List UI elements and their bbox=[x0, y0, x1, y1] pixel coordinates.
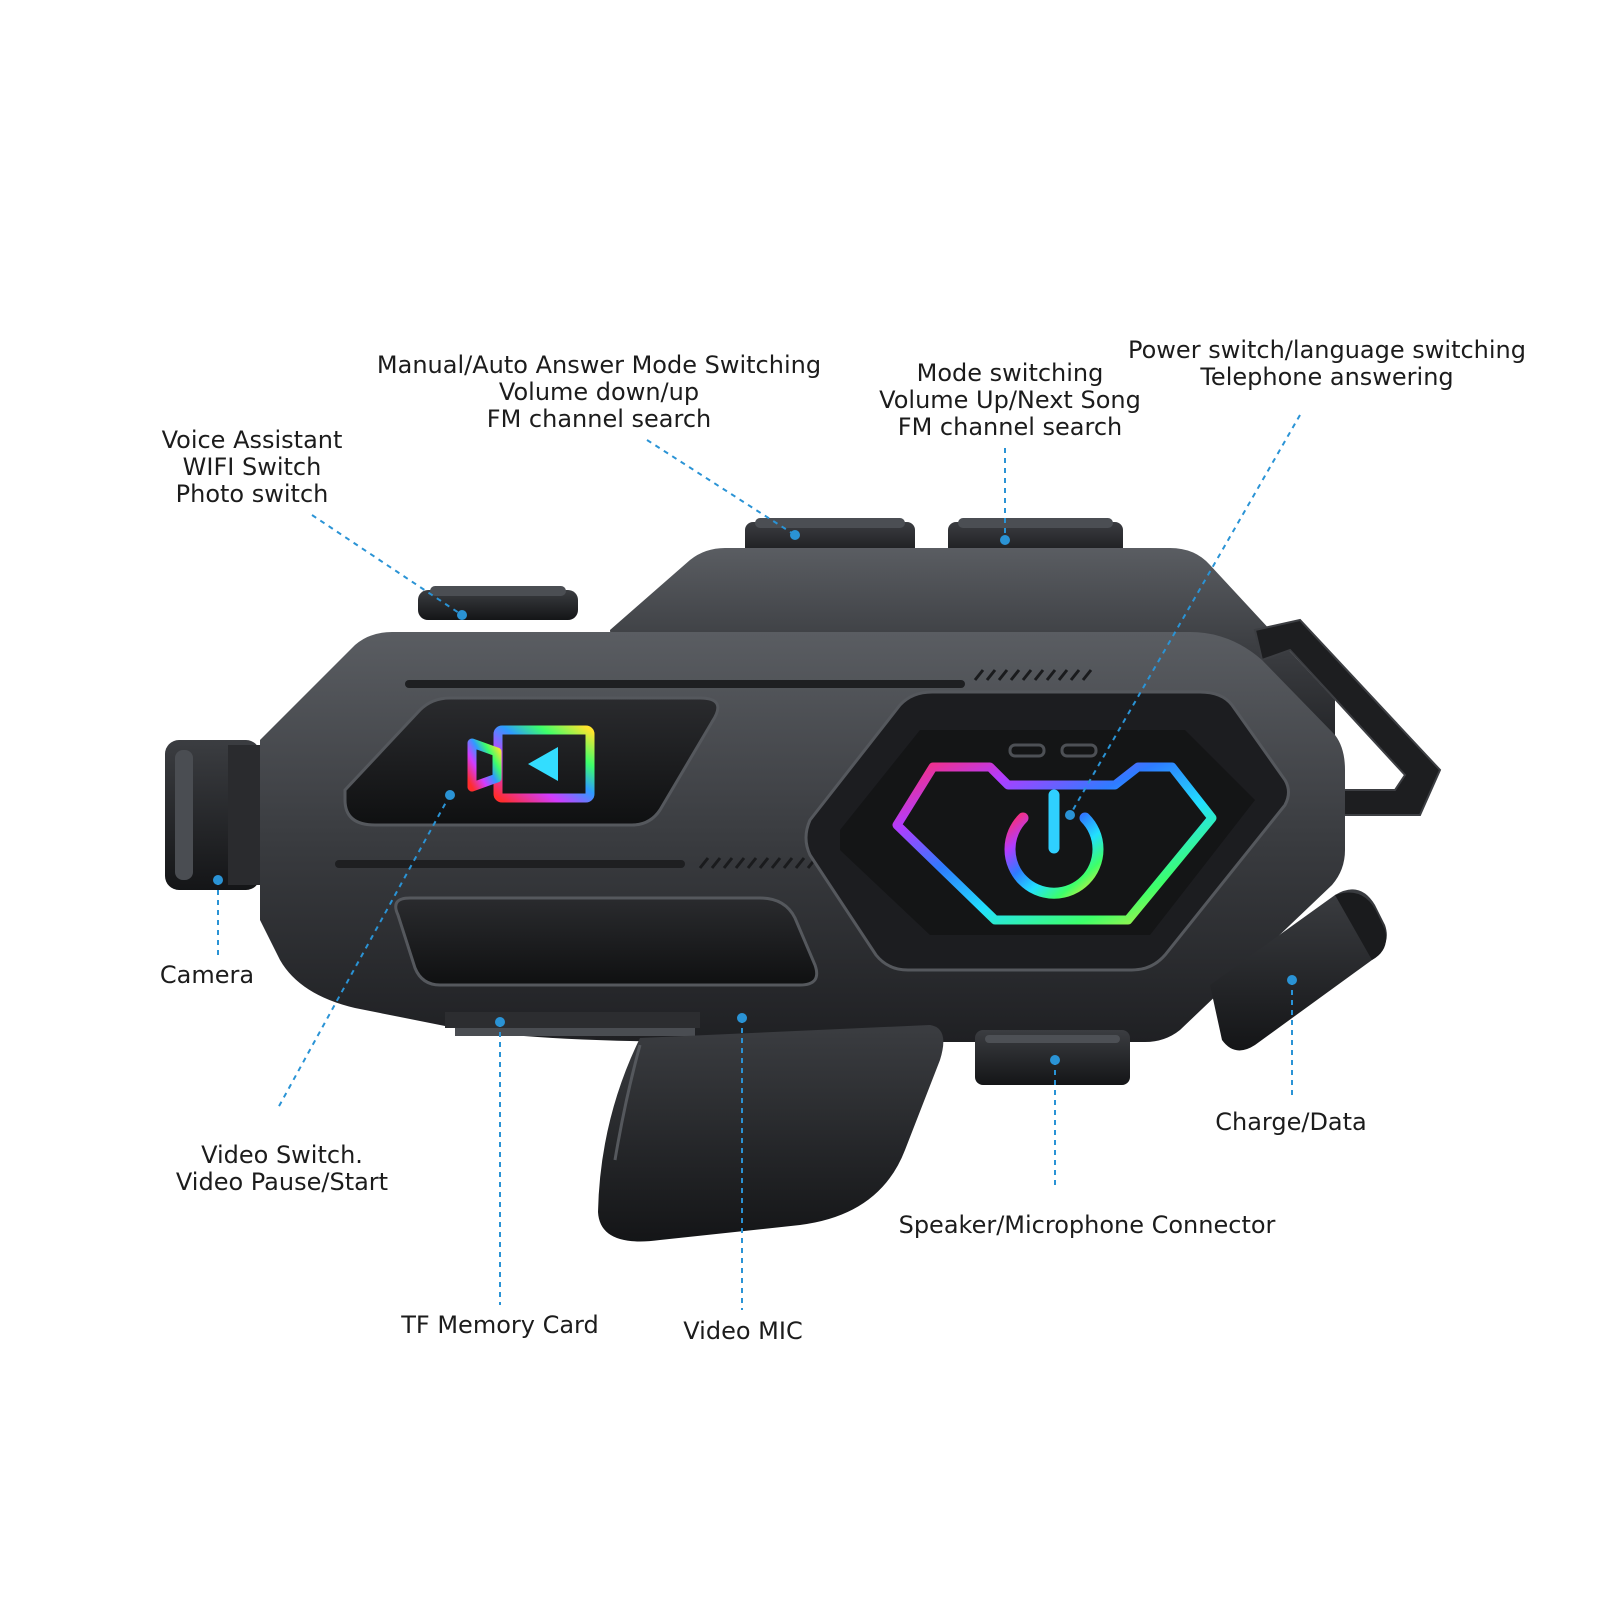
indicator-slot-left bbox=[1008, 743, 1046, 758]
callout-voice-assistant-line-2: WIFI Switch bbox=[182, 453, 322, 481]
callout-manual-auto-line-1: Manual/Auto Answer Mode Switching bbox=[376, 351, 822, 379]
callout-speaker-connector-line-1: Speaker/Microphone Connector bbox=[898, 1211, 1276, 1239]
grip-highlight bbox=[613, 1044, 642, 1161]
video-led-icon bbox=[467, 725, 595, 803]
callout-manual-auto-line-3: FM channel search bbox=[486, 405, 712, 433]
leader-dot-speaker-connector bbox=[1050, 1055, 1060, 1065]
callout-tf-card-line-1: TF Memory Card bbox=[401, 1311, 599, 1339]
callout-mode-switching-line-3: FM channel search bbox=[897, 413, 1123, 441]
power-icon bbox=[1004, 789, 1104, 899]
leader-voice-assistant bbox=[311, 514, 463, 616]
callout-charge-data: Charge/Data bbox=[1215, 1109, 1367, 1136]
callout-mode-switching-line-2: Volume Up/Next Song bbox=[879, 386, 1141, 414]
vent-top bbox=[973, 669, 1093, 681]
callout-video-switch-line-1: Video Switch. bbox=[201, 1141, 363, 1169]
callout-voice-assistant-line-1: Voice Assistant bbox=[161, 426, 343, 454]
callout-video-mic-line-1: Video MIC bbox=[683, 1317, 803, 1345]
groove-bottom bbox=[335, 860, 685, 868]
groove-top bbox=[405, 680, 965, 688]
vent-bottom bbox=[698, 857, 818, 869]
callout-voice-assistant-line-3: Photo switch bbox=[175, 480, 329, 508]
callout-tf-card: TF Memory Card bbox=[401, 1312, 598, 1339]
power-panel-inner bbox=[840, 730, 1255, 935]
callout-mode-switching-line-1: Mode switching bbox=[916, 359, 1104, 387]
callout-charge-data-line-1: Charge/Data bbox=[1215, 1108, 1367, 1136]
callout-voice-assistant: Voice Assistant WIFI Switch Photo switch bbox=[162, 427, 343, 508]
callout-video-mic: Video MIC bbox=[683, 1318, 802, 1345]
leader-dot-manual-auto bbox=[790, 530, 800, 540]
camera-lens bbox=[165, 740, 270, 890]
mount-grip bbox=[598, 1025, 944, 1242]
callout-camera-line-1: Camera bbox=[159, 961, 255, 989]
leader-dot-voice-assistant bbox=[457, 610, 467, 620]
leader-lines bbox=[213, 414, 1301, 1310]
video-button-panel bbox=[343, 696, 720, 827]
indicator-slot-right bbox=[1060, 743, 1098, 758]
leader-dot-video-switch bbox=[445, 790, 455, 800]
callout-power-switch-line-1: Power switch/language switching bbox=[1128, 336, 1526, 364]
leader-dot-charge-data bbox=[1287, 975, 1297, 985]
leader-dot-tf-card bbox=[495, 1017, 505, 1027]
callout-camera: Camera bbox=[160, 962, 254, 989]
power-led-frame bbox=[892, 762, 1217, 925]
callout-power-switch: Power switch/language switching Telephon… bbox=[1128, 337, 1526, 391]
top-button-left bbox=[418, 586, 578, 620]
callout-speaker-connector: Speaker/Microphone Connector bbox=[899, 1212, 1276, 1239]
leader-dot-mode-switching bbox=[1000, 535, 1010, 545]
callout-mode-switching: Mode switching Volume Up/Next Song FM ch… bbox=[879, 360, 1141, 441]
callout-video-switch-line-2: Video Pause/Start bbox=[175, 1168, 389, 1196]
tf-card-slot-edge bbox=[455, 1028, 695, 1036]
callout-manual-auto-line-2: Volume down/up bbox=[498, 378, 700, 406]
side-pad bbox=[394, 896, 819, 987]
tf-card-slot bbox=[445, 1012, 700, 1028]
charge-port bbox=[1210, 889, 1387, 1051]
leader-power-switch bbox=[1069, 414, 1301, 816]
callout-video-switch: Video Switch. Video Pause/Start bbox=[176, 1142, 388, 1196]
callout-manual-auto: Manual/Auto Answer Mode Switching Volume… bbox=[377, 352, 821, 433]
leader-dot-camera bbox=[213, 875, 223, 885]
callout-power-switch-line-2: Telephone answering bbox=[1200, 363, 1454, 391]
leader-dot-video-mic bbox=[737, 1013, 747, 1023]
leader-dot-power-switch bbox=[1065, 810, 1075, 820]
